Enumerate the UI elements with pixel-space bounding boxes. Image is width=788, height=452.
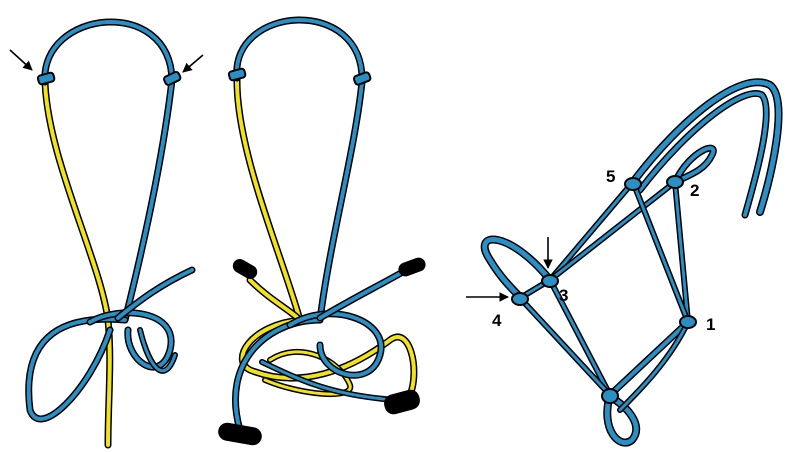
knot-bottom	[602, 389, 618, 403]
panel-step-two	[217, 20, 428, 447]
knot-1	[680, 316, 696, 328]
panel-step-one	[29, 22, 192, 445]
knot-4	[512, 293, 528, 305]
knot-label-2: 2	[690, 181, 699, 200]
arrow-pointer-icon	[10, 50, 32, 70]
knot-2	[667, 176, 683, 188]
panel-finished-halter	[485, 82, 779, 442]
knot-label-1: 1	[706, 315, 715, 334]
knot-label-4: 4	[492, 311, 502, 330]
arrow-pointer-icon	[183, 55, 203, 72]
knot-5	[625, 178, 641, 190]
knot-label-3: 3	[559, 286, 568, 305]
knot-3	[542, 275, 558, 287]
knot-label-5: 5	[606, 167, 615, 186]
